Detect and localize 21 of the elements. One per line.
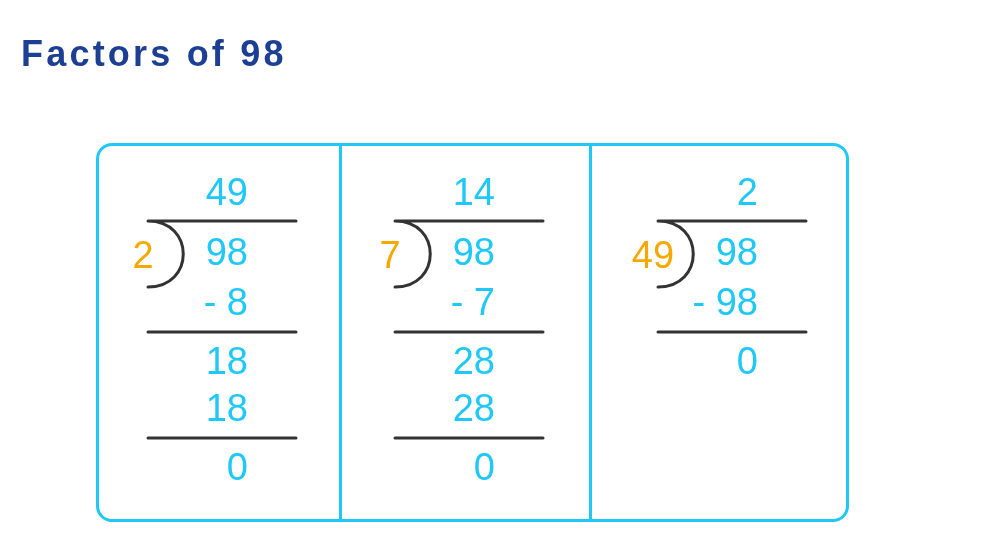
page-title: Factors of 98 (21, 33, 287, 75)
step-number: 18 (205, 341, 248, 381)
dividend-number: 98 (452, 232, 495, 272)
step-number: - 7 (450, 282, 495, 322)
step-number: 28 (452, 341, 495, 381)
divisor-number: 7 (379, 235, 401, 275)
quotient-number: 14 (452, 172, 495, 212)
step-number: - 98 (692, 282, 758, 322)
divisor-number: 49 (631, 235, 675, 275)
quotient-number: 49 (205, 172, 248, 212)
remainder-number: 0 (226, 447, 248, 487)
quotient-number: 2 (736, 172, 758, 212)
step-number: - 8 (203, 282, 248, 322)
step-number: 28 (452, 388, 495, 428)
divisor-number: 2 (132, 235, 154, 275)
step-number: 18 (205, 388, 248, 428)
rounded-frame (96, 143, 849, 522)
remainder-number: 0 (736, 341, 758, 381)
dividend-number: 98 (205, 232, 248, 272)
dividend-number: 98 (715, 232, 758, 272)
remainder-number: 0 (473, 447, 495, 487)
